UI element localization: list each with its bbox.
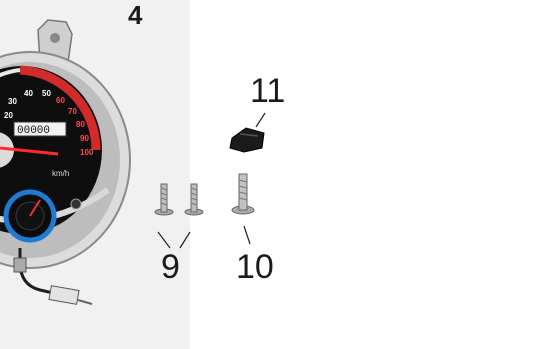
scale-label: 30	[8, 97, 17, 106]
speed-unit-label: km/h	[52, 169, 69, 178]
odometer-display: 00000	[17, 125, 50, 137]
scale-label: 100	[80, 148, 94, 157]
scale-label: 40	[24, 89, 33, 98]
leader-line	[244, 226, 250, 244]
scale-label: 80	[76, 120, 85, 129]
callout-label-9: 9	[161, 250, 180, 284]
callout-label-10: 10	[236, 250, 274, 284]
scale-label: 20	[4, 111, 13, 120]
scale-label: 60	[56, 96, 65, 105]
callout-label-11: 11	[250, 74, 285, 108]
scale-label: 90	[80, 134, 89, 143]
callout-label-4: 4	[128, 2, 142, 28]
screw-part-10	[232, 174, 254, 214]
clip-nut-part-11	[230, 113, 265, 152]
scale-label: 50	[42, 89, 51, 98]
scale-label: 70	[68, 107, 77, 116]
